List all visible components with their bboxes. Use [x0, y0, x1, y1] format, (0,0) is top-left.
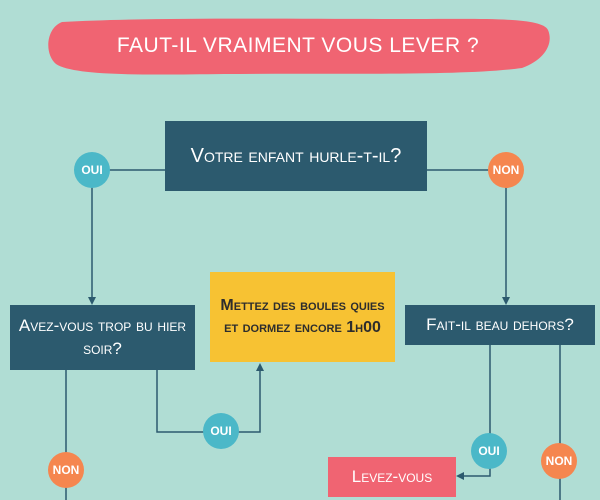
yes-badge-drank-too-much: OUI: [203, 413, 239, 449]
question-child-screaming: Votre enfant hurle-t-il?: [165, 121, 427, 191]
no-badge-child-screaming: NON: [488, 152, 524, 188]
yes-badge-nice-weather: OUI: [471, 433, 507, 469]
no-badge-nice-weather: NON: [541, 443, 577, 479]
page-title: FAUT-IL VRAIMENT VOUS LEVER ?: [116, 34, 480, 57]
no-badge-drank-too-much: NON: [48, 452, 84, 488]
banner-shape: [48, 18, 550, 75]
question-nice-weather: Fait-il beau dehors?: [405, 305, 595, 345]
answer-get-up: Levez-vous: [328, 457, 456, 497]
yes-badge-child-screaming: OUI: [74, 152, 110, 188]
connector-q3-oui-to-get-up: [456, 345, 491, 480]
question-drank-too-much: Avez-vous trop bu hier soir?: [10, 305, 195, 370]
title-banner: FAUT-IL VRAIMENT VOUS LEVER ?: [44, 16, 552, 76]
answer-earplugs: Mettez des boules quies et dormez encore…: [210, 272, 395, 362]
